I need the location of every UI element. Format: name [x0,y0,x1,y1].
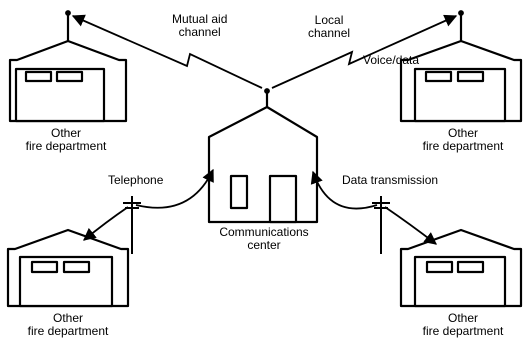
telephone-link-to-center [135,168,214,209]
station-bottom-right [399,228,523,308]
station-bottom-left [6,228,130,308]
mutual-aid-radio-link [71,14,263,89]
data-transmission-pole [372,196,390,254]
communications-center-label: Communications center [219,225,309,252]
data-transmission-label: Data transmission [342,173,439,187]
station-top-left [8,10,128,123]
station-bottom-left-label: Other fire department [27,311,109,338]
station-top-right-label: Other fire department [422,126,504,153]
telephone-link-to-station [83,206,129,241]
telephone-label: Telephone [108,173,164,187]
station-top-right [399,10,523,123]
communications-center-building [207,88,319,224]
station-bottom-right-label: Other fire department [422,311,504,338]
local-channel-label: Local channel [308,13,351,40]
data-link-to-station [384,206,437,245]
station-top-left-label: Other fire department [25,126,107,153]
mutual-aid-channel-label: Mutual aid channel [172,12,228,39]
local-radio-link [271,14,458,89]
data-link-to-center [310,170,378,210]
voice-data-label: Voice/data [363,53,420,67]
